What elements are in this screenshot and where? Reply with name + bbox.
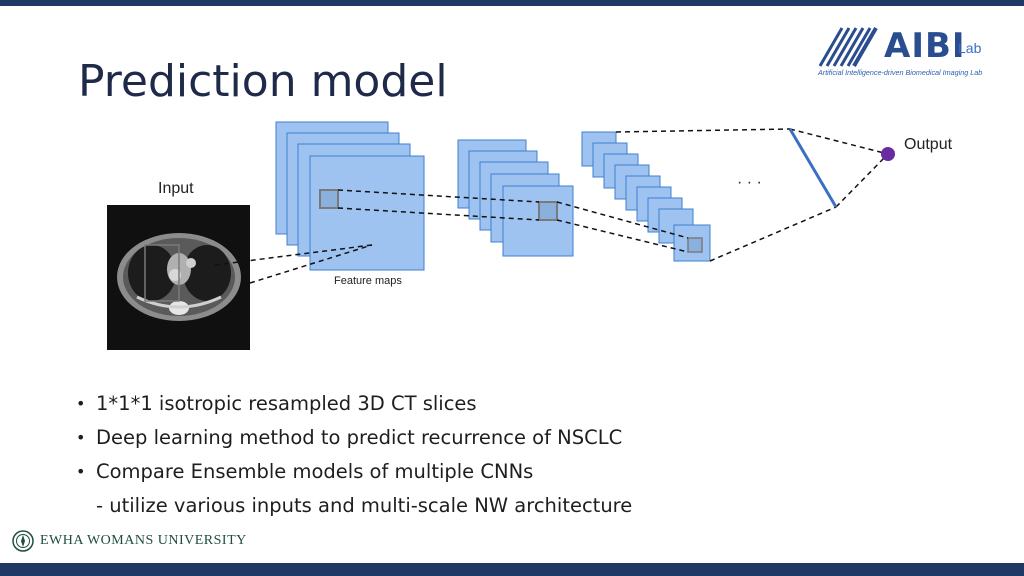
bullet-dot: • (76, 427, 86, 447)
output-node (881, 147, 895, 161)
logo-suffix: Lab (958, 40, 982, 56)
bullet-list: • 1*1*1 isotropic resampled 3D CT slices… (76, 386, 632, 522)
sub-bullet-item: - utilize various inputs and multi-scale… (76, 488, 632, 522)
university-footer: EWHA WOMANS UNIVERSITY (12, 530, 247, 552)
logo-stripes-icon (818, 26, 878, 68)
ellipsis-label: · · · (737, 174, 762, 191)
logo-name: AIBI (884, 26, 966, 66)
bullet-dot: • (76, 393, 86, 413)
bullet-text: 1*1*1 isotropic resampled 3D CT slices (96, 391, 477, 415)
university-name: EWHA WOMANS UNIVERSITY (40, 533, 247, 548)
bottom-bar (0, 563, 1024, 576)
kernel-window-1 (319, 189, 339, 209)
slide-title: Prediction model (78, 56, 448, 107)
bullet-item: • Deep learning method to predict recurr… (76, 420, 632, 454)
feature-map-stack-1 (275, 121, 425, 271)
input-label: Input (158, 180, 194, 197)
ct-scan-image (107, 205, 250, 350)
bullet-item: • Compare Ensemble models of multiple CN… (76, 454, 632, 488)
connection-lines (214, 128, 889, 284)
aibi-lab-logo: AIBI Lab Artificial Intelligence-driven … (818, 24, 1008, 82)
bullet-item: • 1*1*1 isotropic resampled 3D CT slices (76, 386, 632, 420)
bullet-text: Deep learning method to predict recurren… (96, 425, 623, 449)
feature-map-stack-3 (581, 131, 711, 262)
bullet-dot: • (76, 461, 86, 481)
sub-bullet-text: - utilize various inputs and multi-scale… (96, 493, 633, 517)
output-label: Output (904, 136, 953, 153)
feature-maps-label: Feature maps (334, 275, 402, 287)
top-bar (0, 0, 1024, 6)
kernel-window-2 (538, 201, 558, 221)
fully-connected-layer (788, 128, 838, 208)
feature-map-stack-2 (457, 139, 574, 257)
kernel-window-3 (687, 237, 703, 253)
bullet-text: Compare Ensemble models of multiple CNNs (96, 459, 534, 483)
university-emblem-icon (12, 530, 34, 552)
logo-tagline: Artificial Intelligence-driven Biomedica… (818, 68, 983, 77)
